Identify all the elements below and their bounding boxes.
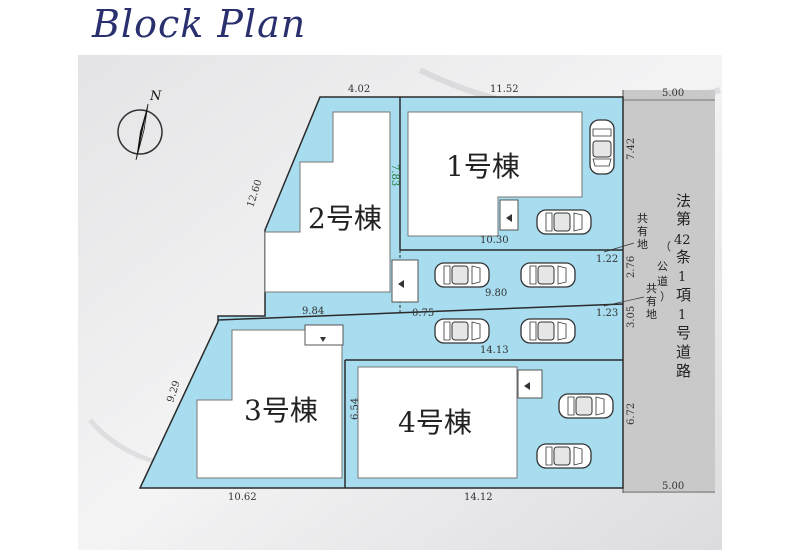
compass-icon: N [117, 89, 163, 161]
shared-land-lower-1: 共 [646, 282, 657, 295]
dim-drive-len-lower: 14.13 [480, 345, 509, 356]
building-4 [357, 366, 518, 479]
road-label: 法 第 42 条 1 項 1 号 道 路 [674, 192, 691, 380]
dim-drive-upper: 1.22 [596, 254, 618, 265]
svg-text:第: 第 [676, 210, 691, 228]
dim-b2-bottom: 9.84 [302, 306, 324, 317]
car-icon [536, 443, 592, 469]
dim-top-left: 4.02 [348, 84, 370, 95]
car-icon [520, 262, 576, 288]
dim-drive-gap2: 3.05 [626, 306, 637, 328]
meter-box [304, 324, 344, 346]
svg-text:公: 公 [657, 260, 668, 273]
building-1-label: 1号棟 [446, 150, 520, 183]
car-icon [536, 209, 592, 235]
meter-box [517, 369, 543, 399]
svg-text:条: 条 [676, 248, 691, 266]
road-sublabel: （ 公 道 ） [657, 240, 671, 303]
shared-land-lower-2: 有 [646, 294, 657, 308]
car-icon [434, 262, 490, 288]
shared-land-upper-3: 地 [637, 238, 648, 251]
dim-bottom-left: 10.62 [228, 492, 257, 503]
dim-drive-len-upper: 9.80 [485, 288, 507, 299]
car-icon [434, 318, 490, 344]
svg-text:道: 道 [657, 274, 668, 288]
dim-b1-inner: 10.30 [480, 235, 509, 246]
svg-text:項: 項 [676, 286, 691, 304]
dim-road-top: 5.00 [662, 88, 684, 99]
svg-text:）: ） [660, 290, 671, 303]
car-icon [558, 393, 614, 419]
building-2 [264, 111, 391, 293]
shared-land-upper-1: 共 [637, 212, 648, 225]
meter-box [499, 199, 519, 231]
svg-text:道: 道 [676, 343, 691, 361]
building-1 [407, 111, 583, 237]
dim-b4-depth: 6.54 [350, 398, 361, 420]
dim-top-right: 11.52 [490, 84, 519, 95]
building-4-label: 4号棟 [398, 406, 472, 439]
dim-bottom-right: 14.12 [464, 492, 493, 503]
dim-right-upper: 7.42 [626, 138, 637, 160]
svg-text:1: 1 [678, 308, 686, 323]
meter-box [391, 259, 419, 303]
svg-text:路: 路 [676, 362, 691, 380]
svg-text:号: 号 [676, 324, 691, 342]
shared-land-upper-2: 有 [637, 224, 648, 238]
svg-text:法: 法 [676, 192, 691, 210]
dim-drive-lower: 1.23 [596, 308, 618, 319]
building-2-label: 2号棟 [308, 202, 382, 235]
building-3-label: 3号棟 [244, 394, 318, 427]
dim-right-lower: 6.72 [626, 403, 637, 425]
svg-text:42: 42 [674, 233, 691, 248]
svg-text:1: 1 [678, 270, 686, 285]
compass-north-label: N [149, 89, 162, 104]
dim-drive-gap: 2.76 [626, 256, 637, 278]
dim-drive-offset: 0.75 [412, 308, 434, 319]
svg-text:（: （ [660, 240, 671, 253]
dim-b2-depth: 7.83 [389, 164, 400, 186]
public-road [623, 90, 715, 493]
dim-road-bottom: 5.00 [662, 481, 684, 492]
page-title: Block Plan [92, 2, 307, 46]
shared-land-lower-3: 地 [646, 308, 657, 321]
car-icon [520, 318, 576, 344]
car-icon [589, 119, 615, 175]
